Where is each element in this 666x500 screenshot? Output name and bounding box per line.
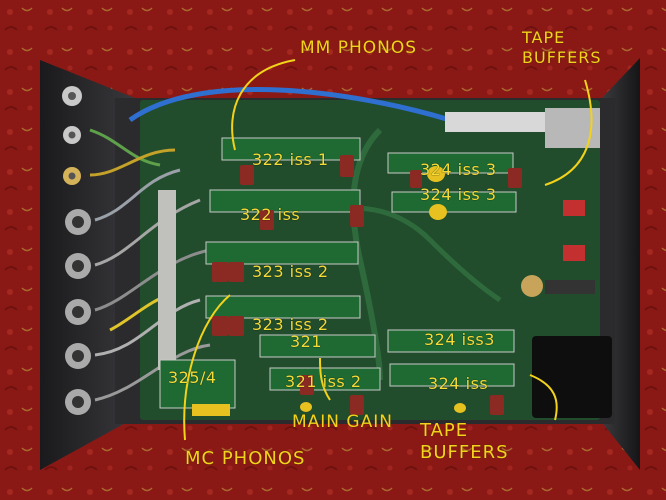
red-switch-2 bbox=[563, 245, 585, 261]
selector-switch-rod bbox=[445, 112, 555, 132]
board-label: 322 iss 1 bbox=[252, 150, 329, 169]
board-label: 321 iss 2 bbox=[285, 372, 362, 391]
board-label: 323 iss 2 bbox=[252, 315, 329, 334]
capacitors bbox=[212, 155, 522, 415]
input-sockets bbox=[62, 86, 91, 415]
annotation-main-gain: MAIN GAIN bbox=[292, 412, 393, 432]
selector-slide bbox=[158, 190, 176, 370]
daughter-boards bbox=[159, 137, 517, 409]
red-switch-1 bbox=[563, 200, 585, 216]
board-label: 325/4 bbox=[168, 368, 217, 387]
transformer-box bbox=[532, 336, 612, 418]
annotation-mm-phonos: MM PHONOS bbox=[300, 38, 418, 58]
board-label: 324 iss bbox=[428, 374, 489, 393]
potentiometer bbox=[521, 275, 543, 297]
pcb-trace-curve bbox=[350, 127, 383, 381]
annotation-mc-phonos: MC PHONOS bbox=[185, 448, 306, 469]
board-label: 323 iss 2 bbox=[252, 262, 329, 281]
board-label: 322 iss bbox=[240, 205, 301, 224]
board-label: 324 iss 3 bbox=[420, 185, 497, 204]
pot-shaft bbox=[545, 280, 595, 294]
board-label: 324 iss3 bbox=[424, 330, 495, 349]
board-label: 324 iss 3 bbox=[420, 160, 497, 179]
annotation-tape-buffers-top: TAPE BUFFERS bbox=[522, 28, 602, 67]
board-label: 321 bbox=[290, 332, 323, 351]
annotation-arrows bbox=[183, 59, 593, 441]
yellow-components bbox=[192, 166, 466, 416]
annotation-tape-buffers-bottom: TAPE BUFFERS bbox=[420, 420, 509, 463]
